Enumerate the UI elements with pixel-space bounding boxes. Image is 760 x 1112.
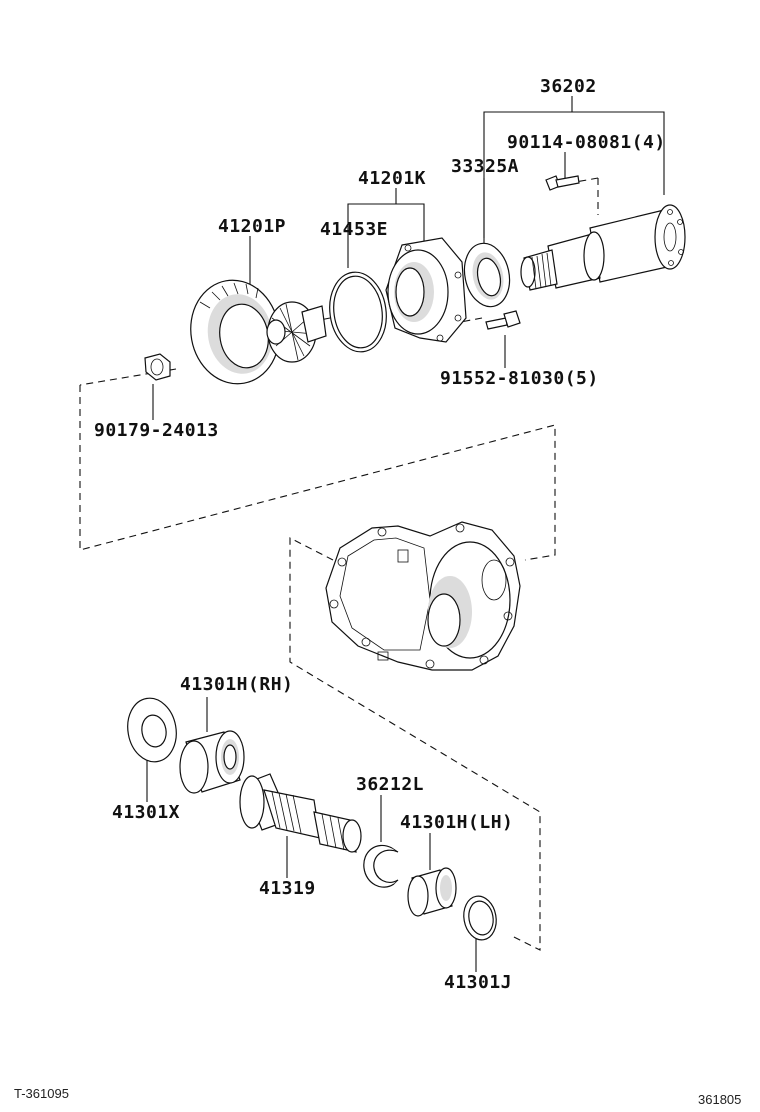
label-41201K: 41201K [358,168,426,189]
label-41301X: 41301X [112,802,180,823]
label-33325A: 33325A [451,156,519,177]
label-41201P: 41201P [218,216,286,237]
label-90114-08081: 90114-08081(4) [507,132,666,153]
part-41453E-o-ring [329,271,387,353]
footer-left-code: T-361095 [14,1086,69,1101]
label-90179-24013: 90179-24013 [94,420,219,441]
part-41301X-washer [127,697,177,763]
transaxle-housing [325,521,521,671]
label-36212L: 36212L [356,774,424,795]
part-41201K-retainer [385,237,467,343]
part-41301J-shim [463,895,497,941]
label-41319: 41319 [259,878,316,899]
label-41301H-LH: 41301H(LH) [400,812,513,833]
footer-right-code: 361805 [698,1092,741,1107]
part-36202-shaft-flange [520,204,686,291]
label-41301J: 41301J [444,972,512,993]
part-41319-side-gear-shaft [239,773,362,853]
part-36212L-snap-ring [363,844,399,888]
part-33325A-oil-seal [463,242,511,308]
part-90114-bolt [545,175,580,191]
part-90179-nut [144,353,171,381]
label-41453E: 41453E [320,219,388,240]
leader-lines [146,96,665,972]
part-labels: 36202 90114-08081(4) 33325A 41201K 41201… [94,76,666,993]
label-36202: 36202 [540,76,597,97]
label-91552-81030: 91552-81030(5) [440,368,599,389]
label-41301H-RH: 41301H(RH) [180,674,293,695]
part-41201P-gear-set [190,279,327,385]
part-91552-bolt [485,310,521,330]
part-41301H-LH-bearing [407,867,457,917]
part-41301H-RH-bearing [179,730,245,794]
